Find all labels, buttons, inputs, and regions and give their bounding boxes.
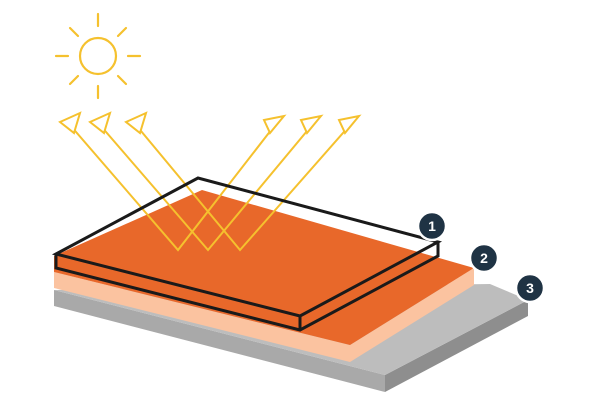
badge-3: 3 [514,272,546,304]
light-ray [69,124,276,252]
ray-arrowhead [88,111,112,135]
sun-disc [78,36,118,76]
layer-badges: 1 2 3 [416,210,546,304]
sun-ray [116,74,128,86]
badge-1: 1 [416,210,448,242]
substrate-right-face [385,300,528,392]
ray-arrowhead [124,111,148,135]
badge-1-label: 1 [428,218,436,234]
substrate-front-face [54,290,385,392]
badge-2-circle [468,242,500,274]
badge-3-circle [514,272,546,304]
badge-3-label: 3 [526,280,534,296]
membrane-right-face [350,268,474,362]
ray-arrowhead [58,111,82,135]
layer-1-coating [51,176,443,332]
membrane-front-face [54,272,350,362]
reflection-rays [58,111,362,252]
badge-2: 2 [468,242,500,274]
sun-ray [68,74,80,86]
sun-icon [54,12,142,100]
light-ray [135,124,351,252]
badge-1-circle [416,210,448,242]
sun-ray [116,26,128,38]
ray-arrowhead [337,114,362,135]
sun-ray [68,26,80,38]
ray-arrowhead [262,114,287,135]
ray-arrowhead [299,114,324,135]
light-ray [99,124,313,252]
badge-2-label: 2 [480,250,488,266]
